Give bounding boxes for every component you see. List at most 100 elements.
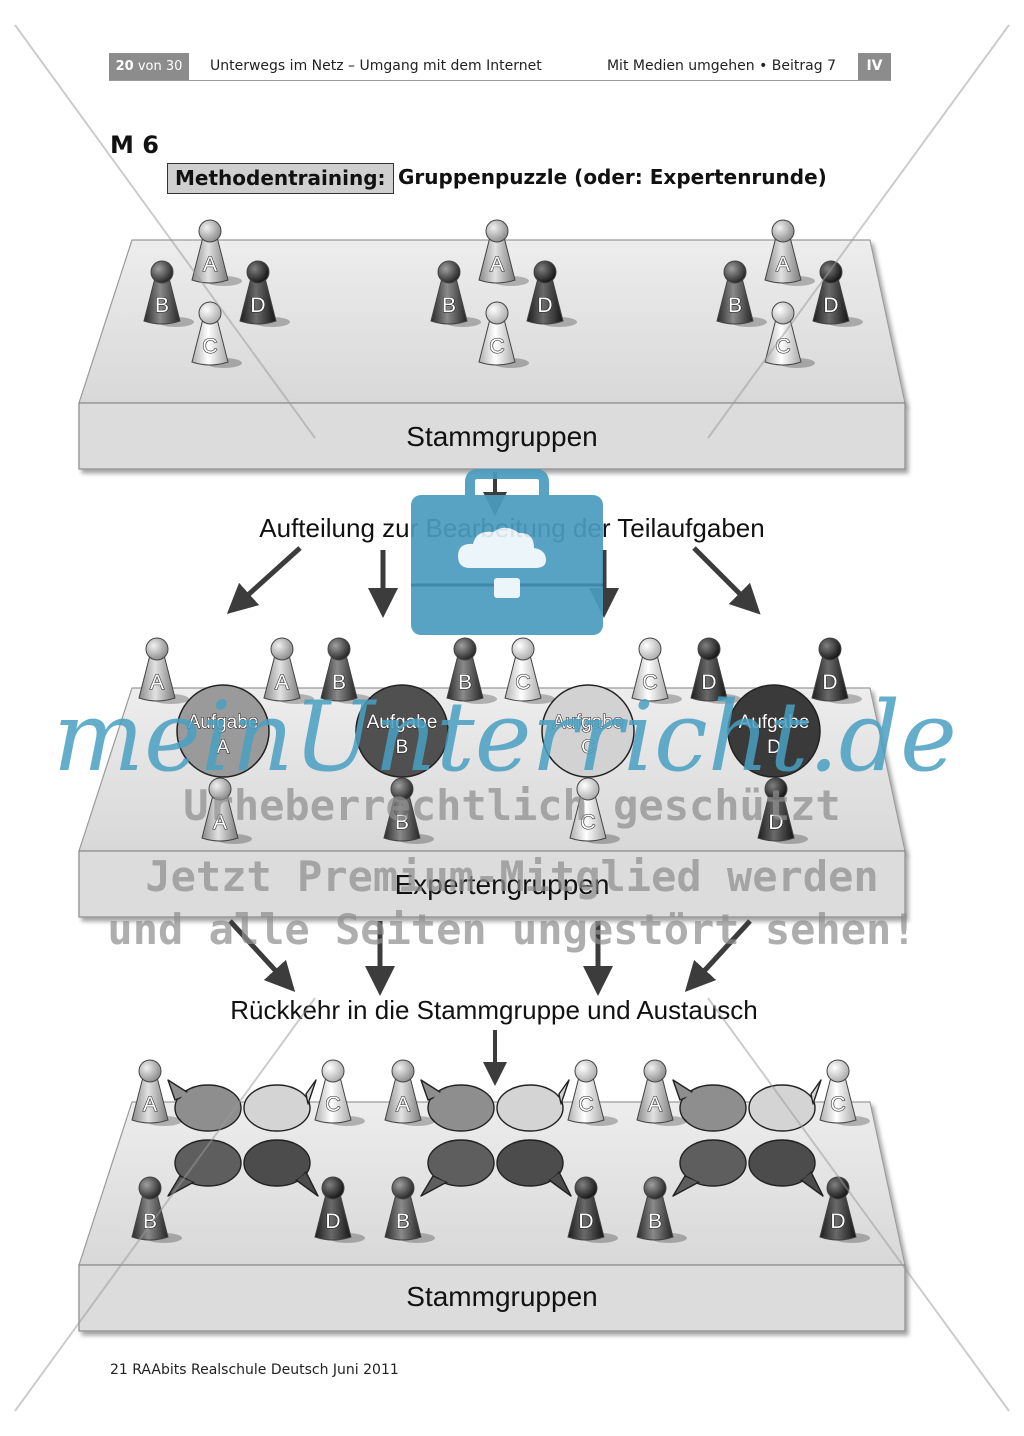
bubble-fill [751, 1087, 813, 1129]
bubble-tail [305, 1079, 317, 1105]
pawn-letter: D [822, 671, 837, 694]
pawn-head [485, 301, 509, 325]
speech-bubble-c [496, 1079, 570, 1132]
pawn-body [567, 1076, 605, 1124]
pawn-head [771, 301, 795, 325]
platform-bottom: Stammgruppen [78, 1101, 906, 1332]
pawn-d: D [567, 1176, 618, 1243]
header-divider [109, 80, 891, 81]
pawn-head [390, 777, 414, 801]
pawn-body [631, 654, 669, 702]
pawn-c: C [314, 1059, 365, 1126]
pawn-head [723, 260, 747, 284]
platform-bottom-label: Stammgruppen [406, 1281, 597, 1312]
expert-pawn-b: B [320, 637, 371, 704]
bubble-fill [499, 1087, 561, 1129]
bubble-tail [672, 1175, 700, 1197]
task-letter: C [581, 737, 595, 758]
pawn-head [150, 260, 174, 284]
pawn-letter: C [489, 335, 504, 358]
pawn-letter: D [250, 294, 265, 317]
pawn-letter: D [701, 671, 716, 694]
pawn-letter: B [395, 811, 409, 834]
expert-pawn-d: D [757, 777, 808, 844]
pawn-letter: A [143, 1093, 157, 1116]
pawn-head [485, 219, 509, 243]
task-circle [355, 684, 449, 778]
pawn-a: A [384, 1059, 435, 1126]
bubble-fill [430, 1142, 492, 1184]
pawn-letter: D [768, 811, 783, 834]
task-word: Aufgabe [367, 712, 438, 733]
pawn-d: D [314, 1176, 365, 1243]
pawn-head [391, 1059, 415, 1083]
pawn-body [690, 654, 728, 702]
pawn-a: A [636, 1059, 687, 1126]
pawn-letter: A [203, 253, 217, 276]
pawn-body [314, 1076, 352, 1124]
pawn-letter: D [830, 1210, 845, 1233]
pawn-letter: D [325, 1210, 340, 1233]
pawn-body [504, 654, 542, 702]
pawn-head [819, 260, 843, 284]
pawn-letter: D [537, 294, 552, 317]
bubble-tail [558, 1079, 570, 1105]
speech-bubble-a [420, 1079, 495, 1132]
pawn-letter: B [143, 1210, 157, 1233]
caption-split: Aufteilung zur Bearbeitung der Teilaufga… [259, 513, 764, 543]
pawn-head [437, 260, 461, 284]
pawn-letter: A [396, 1093, 410, 1116]
expert-pawn-c: C [631, 637, 682, 704]
pawn-c: C [567, 1059, 618, 1126]
pawn-body [320, 654, 358, 702]
pawn-letter: B [396, 1210, 410, 1233]
pawn-body [201, 794, 239, 842]
pawn-head [138, 1176, 162, 1200]
arrow-split-1 [226, 546, 302, 615]
pawn-head [138, 1059, 162, 1083]
caption-return: Rückkehr in die Stammgruppe und Austausc… [230, 995, 758, 1025]
pawn-body [757, 794, 795, 842]
pawn-letter: A [150, 671, 164, 694]
pawn-letter: B [728, 294, 742, 317]
expert-pawn-c: C [504, 637, 555, 704]
pawn-letter: D [578, 1210, 593, 1233]
expert-pawn-b: B [446, 637, 497, 704]
platform-top-label: Stammgruppen [406, 421, 597, 452]
pawn-head [697, 637, 721, 661]
pawn-body [138, 654, 176, 702]
task-circle [727, 684, 821, 778]
bubble-fill [246, 1142, 308, 1184]
task-word: Aufgabe [553, 712, 624, 733]
pawn-body [384, 1076, 422, 1124]
pawn-letter: C [202, 335, 217, 358]
expert-pawn-d: D [690, 637, 741, 704]
pawn-body [384, 1193, 422, 1241]
task-word: Aufgabe [188, 712, 259, 733]
pawn-letter: C [775, 335, 790, 358]
pawn-letter: D [823, 294, 838, 317]
discussion-group-2: A C B D [384, 1059, 618, 1243]
pawn-head [764, 777, 788, 801]
pawn-letter: B [458, 671, 472, 694]
briefcase-cloud-icon [411, 469, 603, 635]
pawn-head [270, 637, 294, 661]
pawn-body [478, 318, 516, 366]
pawn-head [208, 777, 232, 801]
pawn-body [478, 236, 516, 284]
pawn-head [818, 637, 842, 661]
bubble-fill [177, 1142, 239, 1184]
speech-bubble-b [420, 1139, 495, 1197]
expert-pawn-b: B [383, 777, 434, 844]
pawn-letter: A [648, 1093, 662, 1116]
pawn-head [638, 637, 662, 661]
pawn-body [263, 654, 301, 702]
pawn-head [198, 219, 222, 243]
bubble-fill [499, 1142, 561, 1184]
